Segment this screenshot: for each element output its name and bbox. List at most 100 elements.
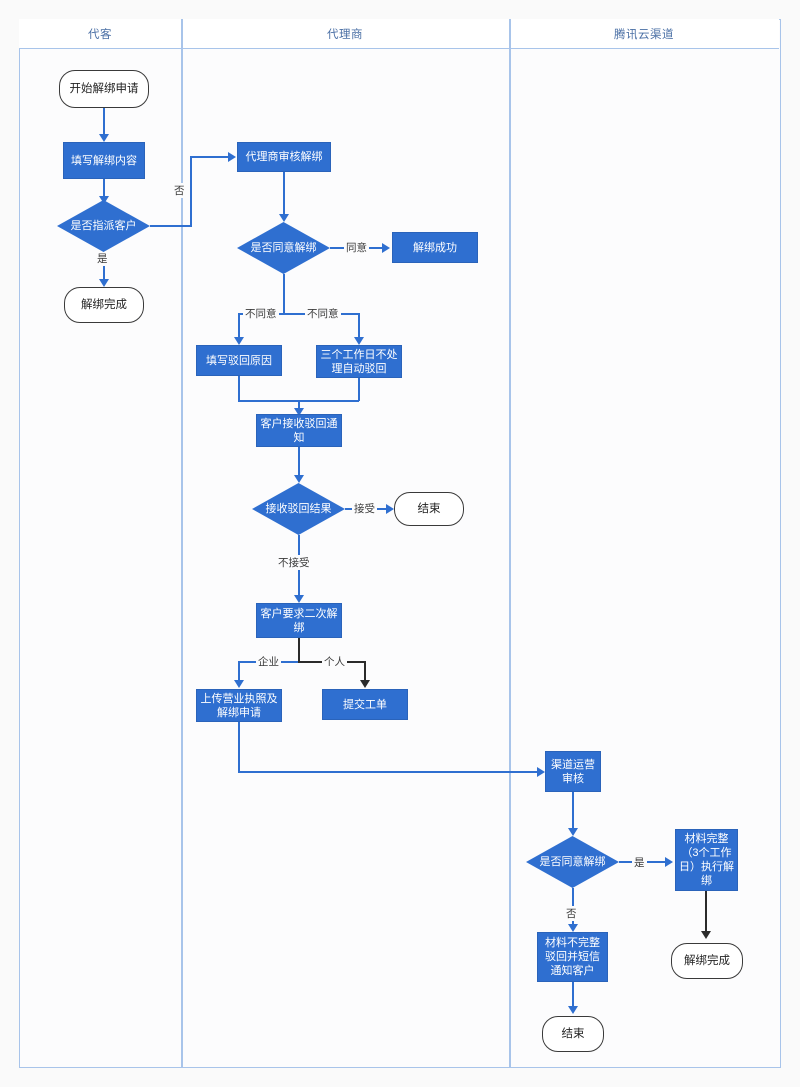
lane-header-tencent-label: 腾讯云渠道 [614, 28, 674, 41]
edge-label-disagree-left: 不同意 [243, 306, 279, 321]
arrow-enterprise [234, 680, 244, 688]
edge-n9-merge [358, 378, 360, 401]
diamond-shape [252, 483, 345, 535]
edge-n8-merge [238, 376, 240, 401]
edge-label-tc-yes: 是 [632, 855, 647, 870]
node-materials-incomplete-reject-sms[interactable]: 材料不完整驳回并短信通知客户 [537, 932, 608, 982]
node-decision-agent-agree[interactable]: 是否同意解绑 [237, 222, 330, 274]
node-fill-reject-reason[interactable]: 填写驳回原因 [196, 345, 282, 376]
swimlane-frame [19, 19, 781, 1068]
arrow-n5-n6 [279, 214, 289, 222]
arrow-accept [386, 504, 394, 514]
edge-label-yes-assign: 是 [95, 251, 110, 266]
node-label: 接收驳回结果 [265, 502, 332, 515]
edge-n2-n3 [103, 179, 105, 201]
lane-header-tencent: 腾讯云渠道 [509, 19, 779, 49]
node-label: 材料完整（3个工作日）执行解绑 [679, 833, 734, 887]
node-end-agent[interactable]: 结束 [394, 492, 464, 526]
node-label: 三个工作日不处理自动驳回 [320, 348, 398, 375]
node-label: 结束 [417, 503, 441, 515]
node-decision-channel-agree[interactable]: 是否同意解绑 [526, 836, 619, 888]
diamond-shape [526, 836, 619, 888]
arrow-n16-n17 [568, 828, 578, 836]
node-label: 材料不完整驳回并短信通知客户 [545, 937, 600, 977]
edge-disagree-right-v [358, 313, 360, 342]
edge-n1-n2 [103, 108, 105, 138]
node-customer-request-second-unbind[interactable]: 客户要求二次解绑 [256, 603, 342, 638]
diamond-shape [57, 200, 150, 252]
node-label: 结束 [561, 1028, 585, 1040]
node-customer-receive-reject-notice[interactable]: 客户接收驳回通知 [256, 414, 342, 447]
node-unbind-complete-customer[interactable]: 解绑完成 [64, 287, 144, 323]
lane-header-customer-label: 代客 [88, 28, 112, 41]
edge-label-not-accept: 不接受 [276, 555, 312, 570]
edge-disagree-trunk [283, 274, 285, 314]
node-label: 客户要求二次解绑 [260, 607, 338, 634]
edge-n19-n21 [572, 982, 574, 1010]
node-start-unbind-request[interactable]: 开始解绑申请 [59, 70, 149, 108]
node-agent-review-unbind[interactable]: 代理商审核解绑 [237, 142, 331, 172]
edge-to-tencent-h [238, 771, 540, 773]
edge-label-disagree-right: 不同意 [305, 306, 341, 321]
arrow-n2-n3 [99, 196, 109, 204]
edge-to-tencent-v [238, 722, 240, 772]
node-fill-unbind-content[interactable]: 填写解绑内容 [63, 142, 145, 179]
node-label: 解绑完成 [684, 955, 730, 967]
arrow-disagree-left [234, 337, 244, 345]
lane-divider-2 [509, 19, 511, 1068]
node-decision-reject-result[interactable]: 接收驳回结果 [252, 483, 345, 535]
edge-n16-n17 [572, 792, 574, 833]
edge-n18-n20 [705, 891, 707, 935]
node-label: 是否同意解绑 [250, 241, 317, 254]
arrow-n1-n2 [99, 134, 109, 142]
node-label: 提交工单 [343, 698, 387, 711]
edge-label-personal: 个人 [322, 654, 347, 669]
node-label: 代理商审核解绑 [245, 151, 323, 163]
edge-no-assign-h1 [150, 225, 192, 227]
arrow-n3-n4 [99, 279, 109, 287]
arrow-n18-n20 [701, 931, 711, 939]
edge-no-assign-v [190, 156, 192, 226]
arrow-n19-n21 [568, 1006, 578, 1014]
edge-label-no-assign: 否 [172, 183, 187, 198]
edge-disagree-bus [238, 313, 360, 315]
arrow-agree [382, 243, 390, 253]
arrow-no-assign [228, 152, 236, 162]
node-label: 填写解绑内容 [71, 154, 137, 167]
edge-personal-v [364, 661, 366, 684]
edge-enterprise-v [238, 661, 240, 684]
lane-header-agent: 代理商 [181, 19, 509, 49]
node-label: 开始解绑申请 [69, 83, 139, 95]
arrow-n10-n11 [294, 475, 304, 483]
node-label: 填写驳回原因 [206, 354, 272, 367]
edge-disagree-left-v [238, 313, 240, 342]
node-channel-ops-review[interactable]: 渠道运营审核 [545, 751, 601, 792]
arrow-personal [360, 680, 370, 688]
diamond-shape [237, 222, 330, 274]
edge-n3-n4 [103, 252, 105, 284]
lane-header-customer: 代客 [19, 19, 181, 49]
node-auto-reject-3days[interactable]: 三个工作日不处理自动驳回 [316, 345, 402, 378]
edge-label-agree: 同意 [344, 240, 369, 255]
lane-header-agent-label: 代理商 [327, 28, 363, 41]
node-label: 是否同意解绑 [539, 855, 606, 868]
node-label: 是否指派客户 [70, 219, 137, 232]
node-upload-license-and-application[interactable]: 上传营业执照及解绑申请 [196, 689, 282, 722]
node-materials-complete-execute-unbind[interactable]: 材料完整（3个工作日）执行解绑 [675, 829, 738, 891]
node-decision-assign-customer[interactable]: 是否指派客户 [57, 200, 150, 252]
edge-n5-n6 [283, 172, 285, 220]
arrow-merge-n10 [294, 408, 304, 416]
edge-label-enterprise: 企业 [256, 654, 281, 669]
node-unbind-complete-tencent[interactable]: 解绑完成 [671, 943, 743, 979]
edge-merge-down [298, 400, 300, 412]
arrow-tc-no [568, 924, 578, 932]
node-submit-ticket[interactable]: 提交工单 [322, 689, 408, 720]
node-unbind-success[interactable]: 解绑成功 [392, 232, 478, 263]
node-label: 客户接收驳回通知 [260, 417, 338, 444]
node-label: 上传营业执照及解绑申请 [200, 692, 278, 719]
node-label: 解绑成功 [413, 241, 457, 254]
node-label: 解绑完成 [81, 299, 127, 311]
node-end-tencent[interactable]: 结束 [542, 1016, 604, 1052]
edge-label-accept: 接受 [352, 501, 377, 516]
